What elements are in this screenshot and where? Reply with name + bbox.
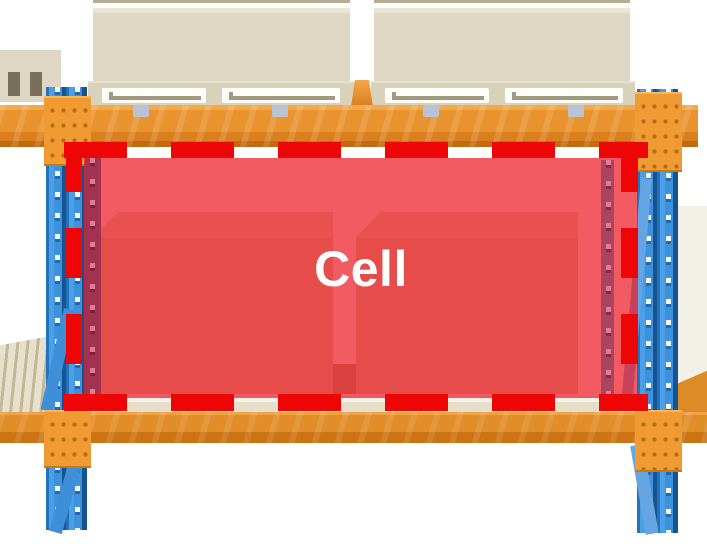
pallet-fork-pocket [102, 88, 206, 103]
connector-plate-bottom-right [635, 410, 682, 472]
connector-plate-top-right [635, 92, 682, 172]
beam-clip [272, 105, 288, 117]
cell-label: Cell [314, 241, 408, 297]
rear-post-left-tinted [85, 158, 101, 398]
rear-post-right-tinted [601, 160, 614, 398]
pallet-top-right [371, 81, 635, 108]
cell-highlight-overlay[interactable] [84, 158, 638, 398]
connector-plate-bottom-left [44, 410, 91, 468]
top-box-left [93, 8, 350, 81]
box-slot [30, 72, 42, 96]
cell-dashed-border-top [64, 142, 648, 158]
beam-clip [133, 105, 149, 117]
rack-beam-bottom [0, 412, 707, 443]
rack-beam-top [0, 105, 698, 147]
pallet-fork-pocket [385, 88, 489, 103]
pallet-top-left [88, 81, 355, 108]
cell-dashed-border-right [621, 142, 638, 411]
top-box-right [374, 8, 630, 81]
beam-top-face-wedge [351, 80, 373, 107]
cell-dashed-border-left [66, 142, 82, 411]
pallet-fork-pocket [505, 88, 623, 103]
beam-clip [423, 105, 439, 117]
box-slot [8, 72, 20, 96]
beam-clip [568, 105, 584, 117]
top-box-right-edge [374, 0, 630, 3]
pallet-fork-pocket [222, 88, 340, 103]
cell-dashed-border-bottom [64, 394, 648, 411]
adjacent-bay-box [0, 50, 61, 102]
top-box-left-edge [93, 0, 350, 3]
